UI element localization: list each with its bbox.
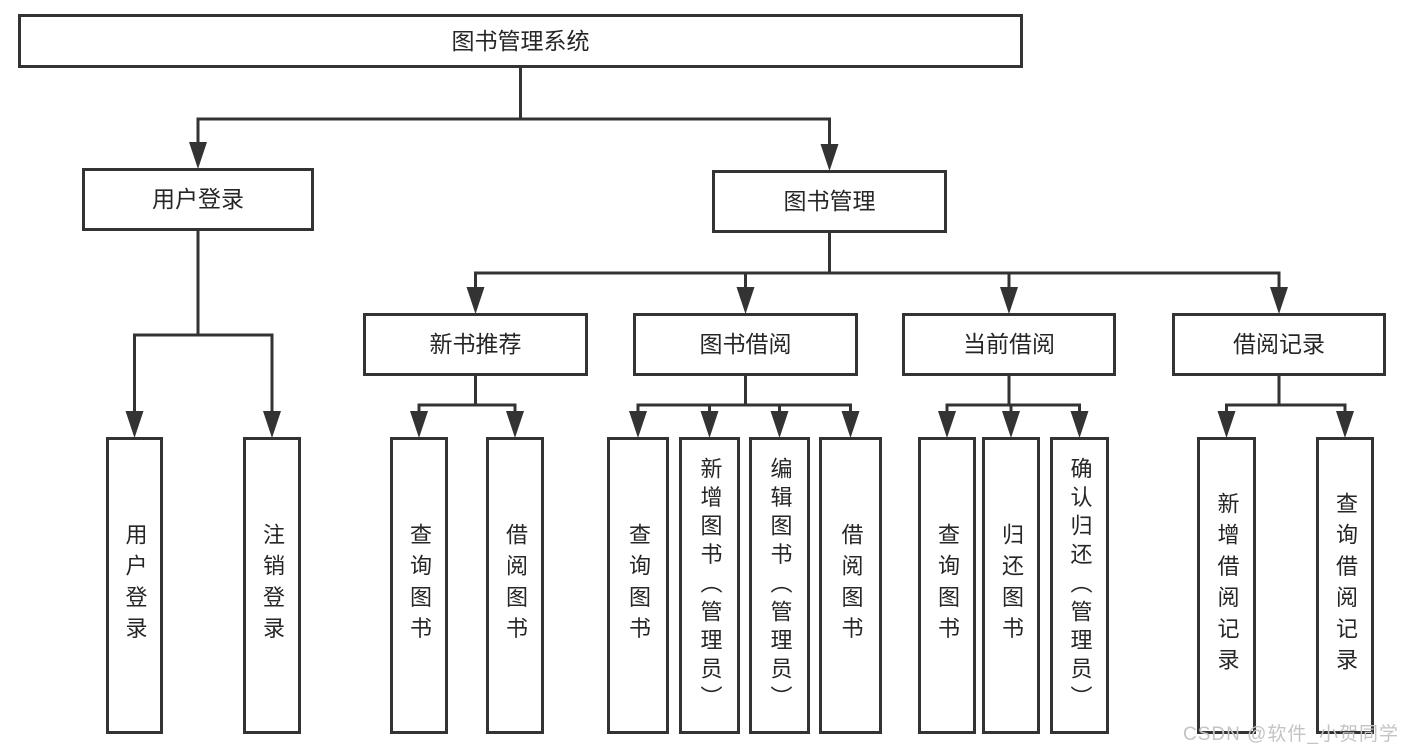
diagram-node-new-book-rec: 新书推荐 <box>363 313 588 376</box>
diagram-node-br-query: 查询借阅记录 <box>1316 437 1374 734</box>
arrowhead-icon <box>263 411 281 438</box>
diagram-node-bb-add: 新增图书（管理员） <box>679 437 740 734</box>
diagram-node-bb-query: 查询图书 <box>607 437 669 734</box>
node-label: 图书管理系统 <box>451 27 590 54</box>
diagram-node-cb-query: 查询图书 <box>918 437 976 734</box>
arrowhead-icon <box>506 411 524 438</box>
arrowhead-icon <box>629 411 647 438</box>
arrowhead-icon <box>1270 287 1288 314</box>
diagram-node-current-borrow: 当前借阅 <box>902 313 1116 376</box>
node-label: 编辑图书（管理员） <box>767 456 793 715</box>
node-label: 借阅图书 <box>838 523 864 648</box>
diagram-node-root: 图书管理系统 <box>18 14 1023 68</box>
arrowhead-icon <box>1336 411 1354 438</box>
diagram-node-nbr-borrow: 借阅图书 <box>486 437 544 734</box>
arrowhead-icon <box>466 287 485 314</box>
diagram-node-bb-edit: 编辑图书（管理员） <box>749 437 810 734</box>
node-label: 图书管理 <box>783 188 876 214</box>
diagram-node-book-borrow: 图书借阅 <box>633 313 858 376</box>
arrowhead-icon <box>770 411 789 438</box>
node-label: 查询借阅记录 <box>1333 491 1358 680</box>
arrowhead-icon <box>736 287 755 314</box>
arrowhead-icon <box>1000 287 1018 314</box>
diagram-node-user-login: 用户登录 <box>82 168 314 231</box>
arrowhead-icon <box>189 142 207 169</box>
node-label: 查询图书 <box>935 523 960 648</box>
watermark-text: CSDN @软件_小贺同学 <box>1183 724 1399 745</box>
node-label: 归还图书 <box>999 523 1024 648</box>
diagram-node-cb-confirm: 确认归还（管理员） <box>1050 437 1109 734</box>
arrowhead-icon <box>1070 411 1089 438</box>
node-label: 注销登录 <box>260 523 285 648</box>
arrowhead-icon <box>820 144 839 171</box>
node-label: 新增图书（管理员） <box>697 456 723 715</box>
node-label: 借阅图书 <box>503 523 528 648</box>
arrowhead-icon <box>700 411 719 438</box>
node-label: 借阅记录 <box>1233 331 1325 357</box>
node-label: 确认归还（管理员） <box>1067 456 1093 715</box>
diagram-node-br-add: 新增借阅记录 <box>1197 437 1256 734</box>
arrowhead-icon <box>938 411 956 438</box>
diagram-node-ul-login: 用户登录 <box>106 437 163 734</box>
diagram-node-bb-borrow: 借阅图书 <box>819 437 882 734</box>
node-label: 查询图书 <box>626 523 651 648</box>
node-label: 用户登录 <box>152 186 244 212</box>
arrowhead-icon <box>841 411 860 438</box>
diagram-node-book-mgmt: 图书管理 <box>712 170 947 233</box>
node-label: 图书借阅 <box>699 331 792 357</box>
diagram-node-ul-logout: 注销登录 <box>243 437 301 734</box>
arrowhead-icon <box>125 411 144 438</box>
node-label: 查询图书 <box>407 523 432 648</box>
node-label: 用户登录 <box>122 523 148 648</box>
arrowhead-icon <box>410 411 428 438</box>
diagram-node-borrow-records: 借阅记录 <box>1172 313 1386 376</box>
arrowhead-icon <box>1002 411 1020 438</box>
diagram-node-nbr-query: 查询图书 <box>390 437 448 734</box>
node-label: 新书推荐 <box>429 331 522 357</box>
node-label: 新增借阅记录 <box>1214 491 1240 680</box>
node-label: 当前借阅 <box>963 331 1055 357</box>
diagram-node-cb-return: 归还图书 <box>982 437 1040 734</box>
arrowhead-icon <box>1217 411 1236 438</box>
